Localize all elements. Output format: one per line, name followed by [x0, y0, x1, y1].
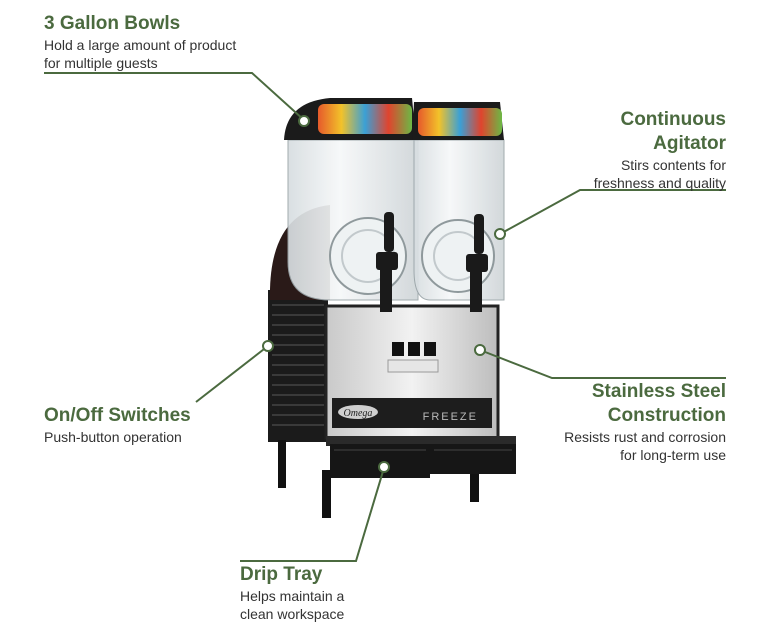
leader-lines — [44, 72, 726, 562]
marker-switches — [262, 340, 274, 352]
callout-drip-title: Drip Tray — [240, 564, 323, 585]
callout-bowls: 3 Gallon Bowls Hold a large amount of pr… — [44, 12, 236, 72]
callout-agitator-title: Continuous Agitator — [620, 109, 726, 154]
callout-steel-text: Resists rust and corrosion for long-term… — [564, 429, 726, 463]
leader-line-bowls — [44, 72, 305, 121]
switch-cluster — [387, 342, 439, 373]
brand-badge-text: Omega — [344, 408, 373, 419]
marker-agitator — [494, 228, 506, 240]
left-bowl — [287, 139, 419, 301]
marker-bowls — [298, 115, 310, 127]
drip-tray-shape — [326, 436, 516, 478]
callout-switches-text: Push-button operation — [44, 429, 182, 445]
callout-switches-title: On/Off Switches — [44, 405, 191, 426]
callout-drip-text: Helps maintain a clean workspace — [240, 588, 345, 622]
leader-line-switches — [195, 345, 269, 403]
model-label: FREEZE — [423, 411, 478, 423]
right-bowl — [413, 139, 505, 301]
right-lid — [412, 102, 504, 140]
callout-agitator: Continuous Agitator Stirs contents for f… — [594, 108, 726, 192]
left-lid — [284, 98, 416, 140]
callout-bowls-title: 3 Gallon Bowls — [44, 13, 181, 34]
machine-legs — [278, 440, 479, 518]
leader-line-drip — [240, 467, 385, 562]
callout-drip: Drip Tray Helps maintain a clean workspa… — [240, 563, 344, 623]
callout-steel-title: Stainless Steel Construction — [591, 381, 726, 426]
callout-bowls-text: Hold a large amount of product for multi… — [44, 37, 237, 71]
callout-switches: On/Off Switches Push-button operation — [44, 404, 191, 446]
callout-steel: Stainless Steel Construction Resists rus… — [564, 380, 726, 464]
marker-drip — [378, 461, 390, 473]
brand-badge-shape — [338, 405, 378, 419]
leader-line-agitator — [499, 189, 726, 235]
dispensing-taps — [376, 212, 488, 312]
machine-side-panel — [268, 290, 328, 442]
leader-line-steel — [479, 349, 726, 379]
callout-agitator-text: Stirs contents for freshness and quality — [593, 157, 726, 191]
marker-steel — [474, 344, 486, 356]
